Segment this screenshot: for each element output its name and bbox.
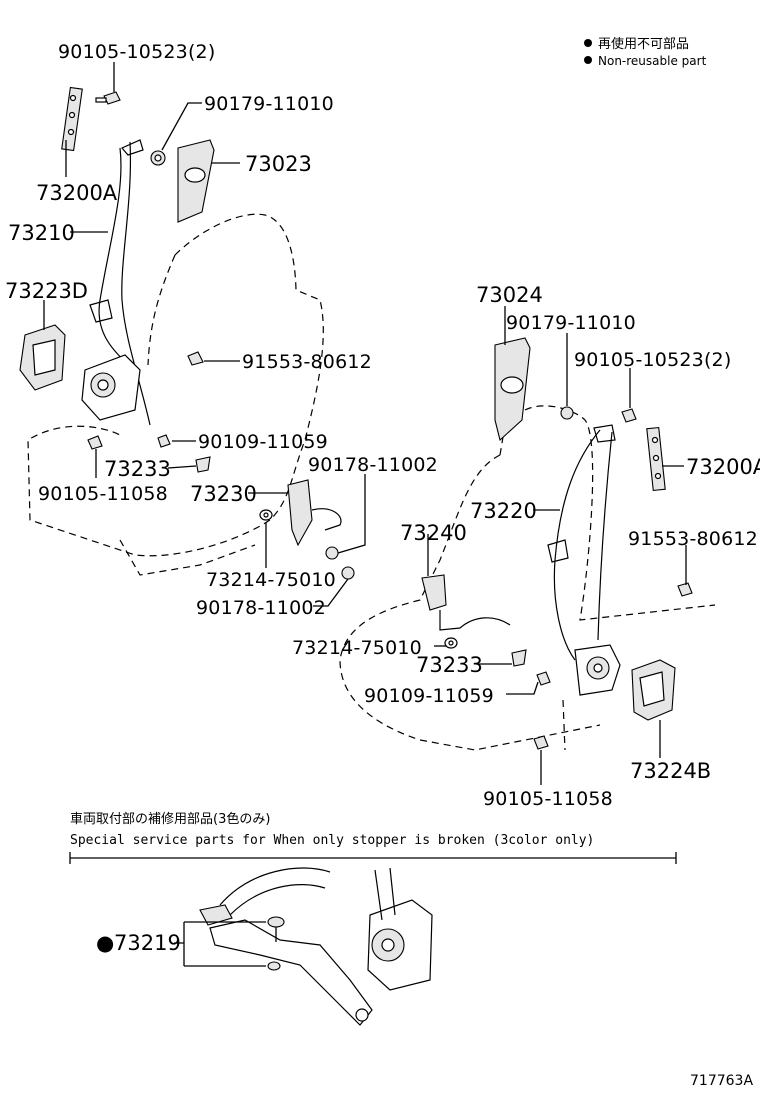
right-washer-icon — [444, 637, 458, 649]
right-retractor-bolt-icon — [677, 582, 693, 597]
legend-dot-icon — [584, 56, 592, 64]
service-clip-icon — [267, 916, 285, 942]
label-left-bolt-anchor: 90105-11058 — [38, 483, 168, 505]
right-top-nut-icon — [560, 406, 574, 420]
left-adjuster-rail — [61, 86, 83, 152]
right-stopper-icon — [511, 649, 527, 667]
left-lower-bolt-icon — [157, 434, 171, 448]
label-right-buckle: 73240 — [400, 521, 467, 545]
right-belt-webbing — [547, 424, 616, 661]
left-pillar-cover — [177, 139, 215, 223]
label-left-stopper: 73233 — [104, 457, 171, 481]
diagram-id: 717763A — [690, 1073, 753, 1089]
label-left-nut-top: 90179-11010 — [204, 93, 334, 115]
label-left-belt: 73210 — [8, 221, 75, 245]
label-right-belt: 73220 — [470, 499, 537, 523]
label-left-nut-buckle: 90178-11002 — [308, 454, 438, 476]
service-section-bracket — [69, 852, 677, 864]
right-pillar-cover — [494, 337, 531, 442]
label-right-bolt-retractor: 91553-80612 — [628, 528, 758, 550]
label-left-buckle: 73230 — [190, 482, 257, 506]
legend-jp-text: 再使用不可部品 — [598, 36, 689, 52]
label-right-bolt-anchor: 90105-11058 — [483, 788, 613, 810]
left-retractor-bolt-icon — [187, 351, 204, 366]
label-left-bolt-retractor: 91553-80612 — [242, 351, 372, 373]
legend-en-text: Non-reusable part — [598, 54, 707, 68]
right-adjuster-rail — [646, 426, 666, 492]
legend: 再使用不可部品 Non-reusable part — [584, 36, 707, 68]
label-right-washer: 73214-75010 — [292, 637, 422, 659]
label-right-cover-upper: 73024 — [476, 283, 543, 307]
left-belt-webbing — [89, 139, 151, 426]
right-anchor-bolt-icon — [533, 735, 549, 750]
service-note-en: Special service parts for When only stop… — [70, 833, 594, 848]
label-left-retractor-cover: 73223D — [5, 279, 88, 303]
label-left-bolt-top: 90105-10523(2) — [58, 41, 215, 63]
service-part-bracket — [174, 921, 266, 967]
label-right-bolt-lower: 90109-11059 — [364, 685, 494, 707]
service-note-jp: 車両取付部の補修用部品(3色のみ) — [70, 811, 270, 827]
left-buckle-nut-icon — [325, 546, 339, 560]
label-left-washer: 73214-75010 — [206, 569, 336, 591]
service-nut-icon — [267, 961, 281, 971]
right-retractor — [574, 644, 621, 696]
left-top-nut-icon — [150, 150, 166, 166]
left-buckle-nut-2-icon — [341, 566, 355, 580]
legend-dot-icon — [584, 39, 592, 47]
service-part-number: 73219 — [114, 931, 181, 955]
left-washer-icon — [259, 509, 273, 521]
label-left-nut-buckle-2: 90178-11002 — [196, 597, 326, 619]
left-anchor-bolt-icon — [87, 435, 103, 450]
label-right-adjuster: 73200A — [686, 455, 760, 479]
label-left-adjuster: 73200A — [36, 181, 118, 205]
left-top-bolt-icon — [95, 91, 121, 105]
label-right-bolt-top: 90105-10523(2) — [574, 349, 731, 371]
right-lower-bolt-icon — [536, 671, 551, 686]
right-top-bolt-icon — [621, 408, 637, 423]
label-right-retractor-cover: 73224B — [630, 759, 711, 783]
left-retractor-cover — [19, 324, 66, 391]
label-left-cover-upper: 73023 — [245, 152, 312, 176]
service-detail-illustration — [199, 867, 433, 1026]
left-retractor — [81, 354, 141, 421]
label-left-bolt-lower: 90109-11059 — [198, 431, 328, 453]
service-part-marker: ● — [96, 931, 114, 955]
label-right-nut-top: 90179-11010 — [506, 312, 636, 334]
left-buckle — [287, 479, 342, 547]
right-leader-lines — [427, 306, 687, 785]
left-leader-lines — [43, 62, 366, 607]
right-buckle — [421, 574, 511, 631]
label-right-stopper: 73233 — [416, 653, 483, 677]
right-retractor-cover — [631, 659, 676, 721]
left-stopper-icon — [195, 456, 211, 473]
left-seat-outline — [27, 213, 324, 576]
